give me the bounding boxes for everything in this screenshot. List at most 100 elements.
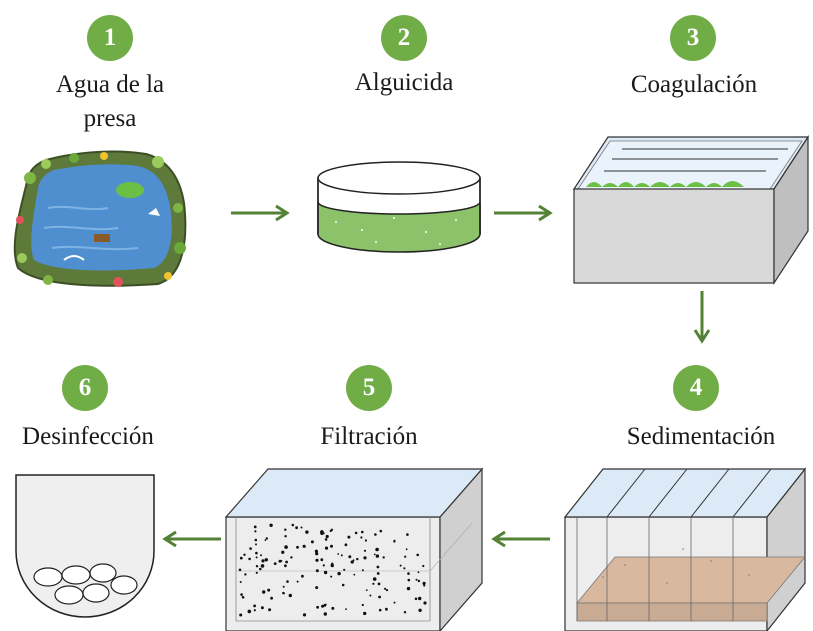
- filtration-particle: [352, 559, 355, 562]
- filtration-particle: [253, 604, 256, 608]
- filtration-particle: [376, 565, 380, 569]
- filtration-particle: [316, 605, 319, 609]
- filtration-particle: [295, 526, 298, 530]
- filtration-particle: [403, 611, 407, 614]
- filtration-particle: [255, 571, 258, 574]
- filtration-particle: [238, 568, 242, 572]
- filtration-particle: [340, 554, 343, 557]
- filtration-particle: [284, 535, 287, 538]
- filtration-particle: [376, 572, 380, 575]
- filtration-particle: [269, 523, 273, 527]
- filtration-particle: [373, 553, 376, 556]
- filtration-particle: [418, 608, 422, 612]
- filtration-particle: [407, 578, 411, 582]
- filtration-particle: [399, 564, 402, 567]
- step-6-label-line-1: Desinfección: [22, 423, 154, 450]
- filtration-particle: [407, 572, 410, 575]
- step-1-label-line-1: Agua de la: [55, 71, 165, 98]
- filtration-particle: [255, 551, 258, 555]
- filtration-particle: [280, 560, 283, 562]
- filtration-particle: [249, 547, 252, 550]
- filtration-particle: [241, 596, 245, 599]
- algaecide-tank-illustration: [317, 161, 481, 253]
- filtration-particle: [422, 564, 425, 568]
- filtration-particle: [363, 549, 367, 552]
- filtration-particle: [261, 559, 265, 563]
- arrow-3-to-4: [693, 291, 711, 344]
- filtration-particle: [382, 556, 385, 559]
- arrow-1-to-2: [231, 204, 290, 222]
- filtration-particle: [253, 525, 257, 529]
- filtration-particle: [385, 589, 389, 592]
- filtration-tank-illustration: [224, 467, 484, 631]
- filtration-particle: [416, 553, 419, 557]
- filtration-particle: [415, 578, 418, 581]
- filtration-particle: [286, 580, 289, 583]
- filtration-particle: [288, 593, 292, 598]
- filtration-particle: [405, 548, 408, 551]
- filtration-particle: [282, 585, 285, 588]
- filtration-particle: [270, 596, 273, 600]
- step-4-label-line-1: Sedimentación: [626, 423, 776, 450]
- step-6-number: 6: [78, 374, 92, 401]
- filtration-particle: [324, 603, 327, 606]
- filtration-particle: [330, 544, 333, 548]
- filtration-particle: [372, 582, 375, 585]
- filtration-particle: [325, 534, 329, 539]
- step-4-number-badge: 4: [673, 365, 719, 411]
- filtration-particle: [267, 588, 271, 592]
- filtration-particle: [247, 609, 252, 614]
- filtration-particle: [300, 526, 303, 529]
- arrow-5-to-6: [162, 530, 221, 548]
- filtration-particle: [406, 533, 409, 536]
- filtration-particle: [315, 558, 319, 562]
- filtration-particle: [393, 540, 396, 543]
- filtration-particle: [361, 530, 364, 534]
- filtration-particle: [403, 567, 406, 570]
- filtration-particle: [321, 604, 325, 608]
- step-4-label: Sedimentación: [606, 420, 796, 454]
- step-1-label: Agua de la presa: [20, 68, 200, 136]
- filtration-particle: [356, 557, 359, 561]
- filtration-particle: [255, 565, 259, 568]
- filtration-particle: [302, 613, 307, 617]
- filtration-particle: [323, 570, 328, 575]
- filtration-particle: [284, 564, 287, 568]
- filtration-particle: [343, 568, 346, 571]
- step-5-label: Filtración: [279, 420, 459, 454]
- filtration-particle: [259, 567, 262, 571]
- filtration-particle: [314, 549, 318, 553]
- filtration-particle: [284, 545, 288, 549]
- filtration-particle: [296, 545, 299, 549]
- sedimentation-tank-illustration: [563, 467, 807, 631]
- filtration-particle: [315, 552, 319, 556]
- filtration-particle: [353, 573, 356, 576]
- filtration-particle: [302, 544, 306, 548]
- filtration-particle: [347, 535, 351, 539]
- filtration-particle: [255, 556, 258, 559]
- filtration-particle: [262, 590, 266, 594]
- filtration-particle: [422, 581, 426, 585]
- filtration-particle: [268, 608, 272, 612]
- step-1-number: 1: [103, 24, 117, 51]
- step-6-label: Desinfección: [0, 420, 176, 454]
- filtration-particle: [337, 571, 341, 576]
- step-3-label: Coagulación: [604, 68, 784, 102]
- filtration-particle: [378, 608, 382, 612]
- filtration-particle: [284, 528, 287, 531]
- filtration-particle: [341, 583, 345, 587]
- filtration-particle: [244, 573, 247, 576]
- filtration-particle: [423, 584, 426, 587]
- filtration-particle: [417, 571, 420, 574]
- reservoir-illustration: [13, 150, 187, 287]
- filtration-particle: [253, 609, 256, 612]
- filtration-particle: [239, 581, 242, 583]
- filtration-particle: [290, 556, 293, 559]
- step-1-label-line-2: presa: [83, 105, 137, 132]
- filtration-particle: [417, 579, 421, 583]
- filtration-particle: [243, 553, 246, 556]
- filtration-particle: [378, 595, 381, 599]
- filtration-particle: [320, 530, 324, 534]
- filtration-particle: [361, 569, 364, 572]
- step-2-label-line-1: Alguicida: [354, 69, 454, 96]
